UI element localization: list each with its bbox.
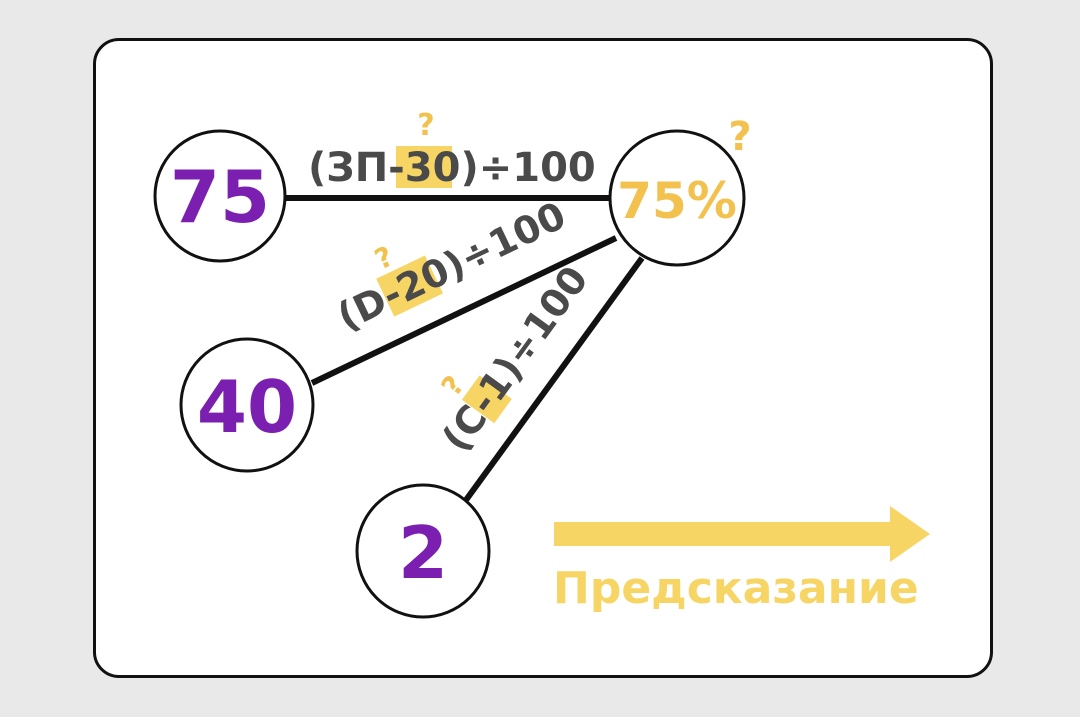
input-node-3: 2 xyxy=(355,483,491,619)
edge-1-prefix: (ЗП- xyxy=(308,145,405,191)
svg-text:(ЗП-30)÷100: (ЗП-30)÷100 xyxy=(308,145,596,191)
output-node: 75% ? xyxy=(608,114,752,267)
edge-line-2 xyxy=(310,235,618,386)
prediction-arrow-icon xyxy=(554,506,930,562)
input-value-1: 75 xyxy=(170,155,270,239)
edge-label-1: (ЗП-30)÷100 ? xyxy=(308,108,596,191)
input-node-1: 75 xyxy=(153,129,287,263)
input-node-2: 40 xyxy=(179,337,315,473)
edge-line-3 xyxy=(463,256,645,502)
input-value-3: 2 xyxy=(398,511,448,595)
input-value-2: 40 xyxy=(197,365,297,449)
edge-1-weight: 30 xyxy=(405,145,461,191)
output-question-icon: ? xyxy=(728,114,751,160)
edge-3-suffix: )÷100 xyxy=(486,258,597,388)
edge-1-suffix: )÷100 xyxy=(460,145,595,191)
output-value: 75% xyxy=(617,172,737,230)
edge-1-question-icon: ? xyxy=(417,108,434,143)
prediction-label: Предсказание xyxy=(553,563,919,614)
edge-2-question-icon: ? xyxy=(370,239,399,276)
